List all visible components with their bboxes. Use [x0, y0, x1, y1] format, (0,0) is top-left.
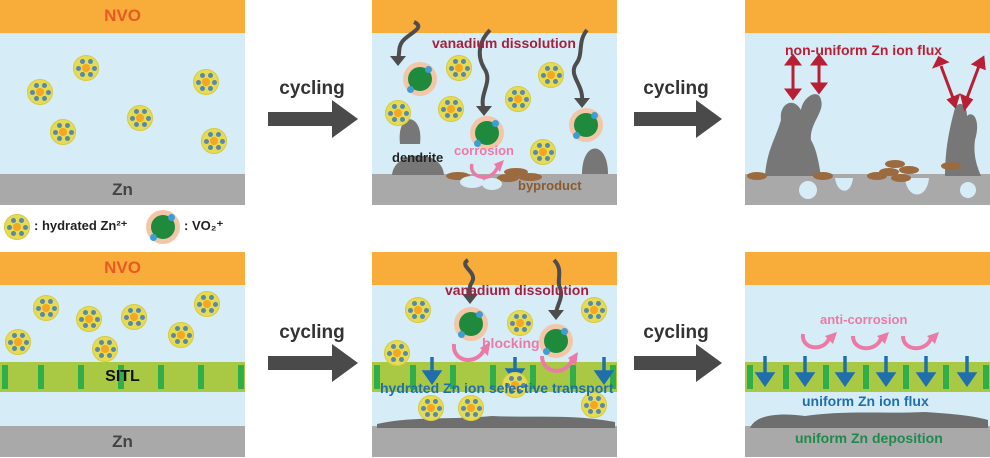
- panel-top-cycled-1: vanadium dissolution dendrite corrosion …: [372, 0, 617, 205]
- non-uniform-flux-label: non-uniform Zn ion flux: [785, 42, 943, 58]
- vanadium-dissolution-label: vanadium dissolution: [432, 35, 576, 51]
- hydrated-zn-ion: [168, 322, 194, 348]
- dissolution-arrows: [390, 20, 608, 190]
- dendrite-growth: [747, 53, 986, 199]
- right-arrow-icon: [268, 100, 358, 138]
- sitl-layer: SITL: [0, 362, 245, 392]
- hydrated-zn-ion: [384, 340, 410, 366]
- hydrated-zn-ion: [530, 139, 556, 165]
- cathode-layer: [745, 252, 990, 285]
- anti-corrosion-label: anti-corrosion: [820, 312, 908, 327]
- selective-transport-label: hydrated Zn ion selective transport: [380, 380, 614, 396]
- sitl-layer: [372, 362, 617, 392]
- hydrated-zn-ion: [27, 79, 53, 105]
- hydrated-zn-ion: [92, 336, 118, 362]
- panel-top-cycled-2: non-uniform Zn ion flux: [745, 0, 990, 205]
- sitl-label: SITL: [105, 368, 140, 385]
- corrosion-label: corrosion: [454, 143, 514, 158]
- right-arrow-icon: [634, 100, 722, 138]
- cathode-layer: [372, 252, 617, 285]
- right-arrow-icon: [268, 344, 358, 382]
- hydrated-zn-ion: [507, 310, 533, 336]
- byproduct-label: byproduct: [518, 178, 582, 193]
- hydrated-zn-ion: [5, 329, 31, 355]
- blocking-label: blocking: [482, 335, 540, 351]
- hydrated-zn-ion: [438, 96, 464, 122]
- cycling-label: cycling: [643, 322, 709, 343]
- vo2-ion: [539, 324, 573, 358]
- hydrated-zn-ion: [581, 297, 607, 323]
- anode-layer: Zn: [0, 174, 245, 205]
- hydrated-zn-ion: [33, 295, 59, 321]
- hydrated-zn-ion: [73, 55, 99, 81]
- hydrated-zn-ion: [194, 291, 220, 317]
- hydrated-zn-ion: [581, 392, 607, 418]
- panel-bottom-cycled-2: anti-corrosion uniform Zn ion flux unifo…: [745, 252, 990, 457]
- anode-label: Zn: [112, 180, 133, 199]
- anode-layer: Zn: [0, 426, 245, 457]
- cathode-layer: NVO: [0, 252, 245, 285]
- hydrated-zn-ion: [127, 105, 153, 131]
- hydrated-zn-ion: [385, 100, 411, 126]
- cycling-label: cycling: [279, 322, 345, 343]
- hydrated-zn-ion: [50, 119, 76, 145]
- hydrated-zn-ion: [458, 395, 484, 421]
- vo2-ion: [454, 307, 488, 341]
- hydrated-zn-ion: [201, 128, 227, 154]
- uniform-deposition-effects: [750, 332, 988, 428]
- vanadium-dissolution-label: vanadium dissolution: [445, 282, 589, 298]
- legend-vo2-icon: [146, 210, 180, 244]
- legend-vo2-label: : VO₂⁺: [184, 218, 224, 233]
- anode-layer: [745, 174, 990, 205]
- legend-hydrated-zn-icon: [4, 214, 30, 240]
- hydrated-zn-ion: [418, 395, 444, 421]
- right-arrow-icon: [634, 344, 722, 382]
- hydrated-zn-ion: [405, 297, 431, 323]
- cycling-label: cycling: [279, 78, 345, 99]
- hydrated-zn-ion: [446, 55, 472, 81]
- anode-layer: [745, 426, 990, 457]
- hydrated-zn-ion: [505, 86, 531, 112]
- cycling-label: cycling: [643, 78, 709, 99]
- anode-label: Zn: [112, 432, 133, 451]
- dendrite-label: dendrite: [392, 150, 444, 165]
- hydrated-zn-ion: [193, 69, 219, 95]
- vo2-ion: [403, 62, 437, 96]
- anode-layer: [372, 426, 617, 457]
- vo2-ion: [470, 116, 504, 150]
- hydrated-zn-ion: [121, 304, 147, 330]
- sitl-layer: [745, 362, 990, 392]
- hydrated-zn-ion: [538, 62, 564, 88]
- legend-hydrated-zn-label: : hydrated Zn²⁺: [34, 218, 128, 233]
- cathode-layer: [745, 0, 990, 33]
- vo2-ion: [569, 108, 603, 142]
- uniform-flux-label: uniform Zn ion flux: [802, 393, 929, 409]
- cathode-label: NVO: [104, 258, 141, 277]
- panel-bottom-initial: NVO SITL Zn: [0, 252, 245, 457]
- uniform-deposition-label: uniform Zn deposition: [795, 430, 943, 446]
- cathode-layer: [372, 0, 617, 33]
- hydrated-zn-ion: [502, 372, 528, 398]
- panel-bottom-cycled-1: vanadium dissolution blocking hydrated Z…: [372, 252, 617, 457]
- cathode-label: NVO: [104, 6, 141, 25]
- panel-top-initial: NVO Zn: [0, 0, 245, 205]
- hydrated-zn-ion: [76, 306, 102, 332]
- cathode-layer: NVO: [0, 0, 245, 33]
